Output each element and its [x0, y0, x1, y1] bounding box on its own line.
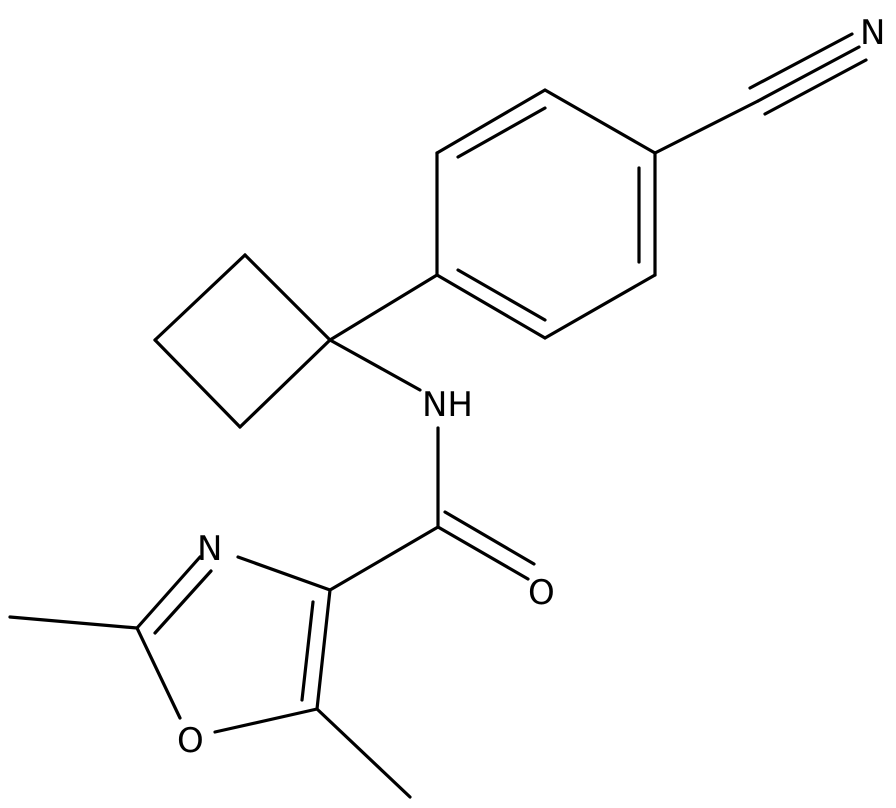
carbonyl-oxazole-bond [328, 525, 440, 592]
c5-methyl-bond [315, 707, 412, 799]
cyclobutyl-nh-bond [328, 338, 422, 392]
c2-methyl-bond [8, 615, 139, 630]
nitrile-triple-bond [748, 32, 868, 116]
cyclobutane-ring [153, 253, 332, 429]
carbonyl-o-label: O [528, 573, 555, 613]
aryl-cyclobutyl-bond [328, 273, 439, 342]
ring-o-label: O [177, 721, 204, 761]
ring-n-label: N [197, 529, 222, 569]
carbonyl-double-bond [436, 510, 536, 581]
nitrile-n-label: N [860, 13, 885, 53]
amide-nh-label: NH [422, 385, 473, 425]
benzene-ring [435, 88, 657, 340]
aryl-nitrile-bond [653, 99, 760, 155]
oxazole-ring [135, 555, 332, 734]
